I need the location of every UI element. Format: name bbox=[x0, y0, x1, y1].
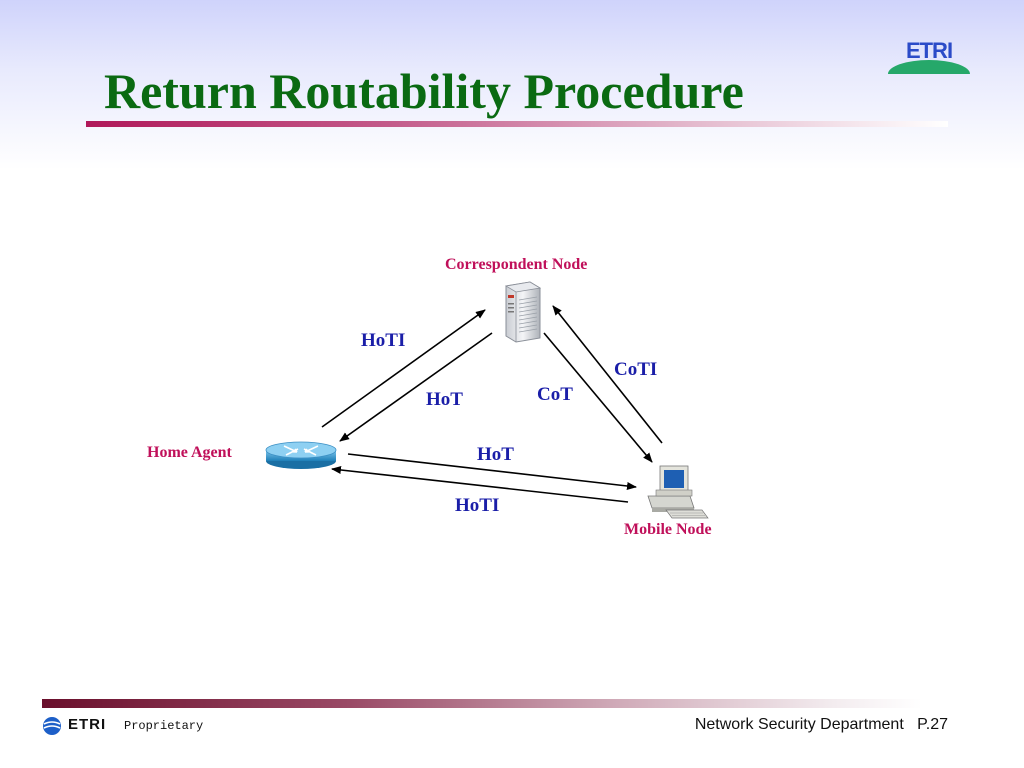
message-label-hot-mn: HoT bbox=[477, 444, 514, 465]
mobile-node-label: Mobile Node bbox=[624, 521, 712, 538]
arrow-cot-cn-to-mn bbox=[543, 332, 653, 463]
correspondent-node-label: Correspondent Node bbox=[445, 256, 588, 273]
footer-proprietary: Proprietary bbox=[124, 719, 204, 733]
logo-arc-icon bbox=[888, 60, 970, 74]
footer-department-page: Network Security Department P.27 bbox=[695, 716, 948, 734]
arrow-hot-cn-to-ha bbox=[339, 332, 493, 442]
message-label-hoti-cn: HoTI bbox=[361, 330, 406, 351]
etri-globe-icon bbox=[43, 717, 61, 735]
arrow-coti-mn-to-cn bbox=[552, 305, 663, 444]
server-icon bbox=[504, 281, 542, 343]
message-label-hoti-mn: HoTI bbox=[455, 495, 500, 516]
title-underline bbox=[86, 121, 948, 127]
footer-brand: ETRI bbox=[68, 716, 107, 733]
message-label-coti: CoTI bbox=[614, 359, 658, 380]
arrow-hot-ha-to-mn bbox=[347, 453, 637, 490]
message-label-cot: CoT bbox=[537, 384, 573, 405]
router-icon bbox=[265, 441, 337, 469]
arrow-hoti-mn-to-ha bbox=[331, 466, 629, 503]
message-label-hot-cn: HoT bbox=[426, 389, 463, 410]
desktop-computer-icon bbox=[647, 465, 709, 519]
home-agent-label: Home Agent bbox=[147, 444, 232, 461]
page-title: Return Routability Procedure bbox=[104, 63, 744, 119]
page-number: P.27 bbox=[917, 716, 948, 733]
etri-logo: ETRI bbox=[886, 38, 972, 76]
footer-bar bbox=[42, 699, 922, 708]
arrow-hoti-ha-to-cn bbox=[321, 309, 486, 428]
logo-text: ETRI bbox=[905, 38, 953, 63]
footer-department: Network Security Department bbox=[694, 716, 904, 733]
